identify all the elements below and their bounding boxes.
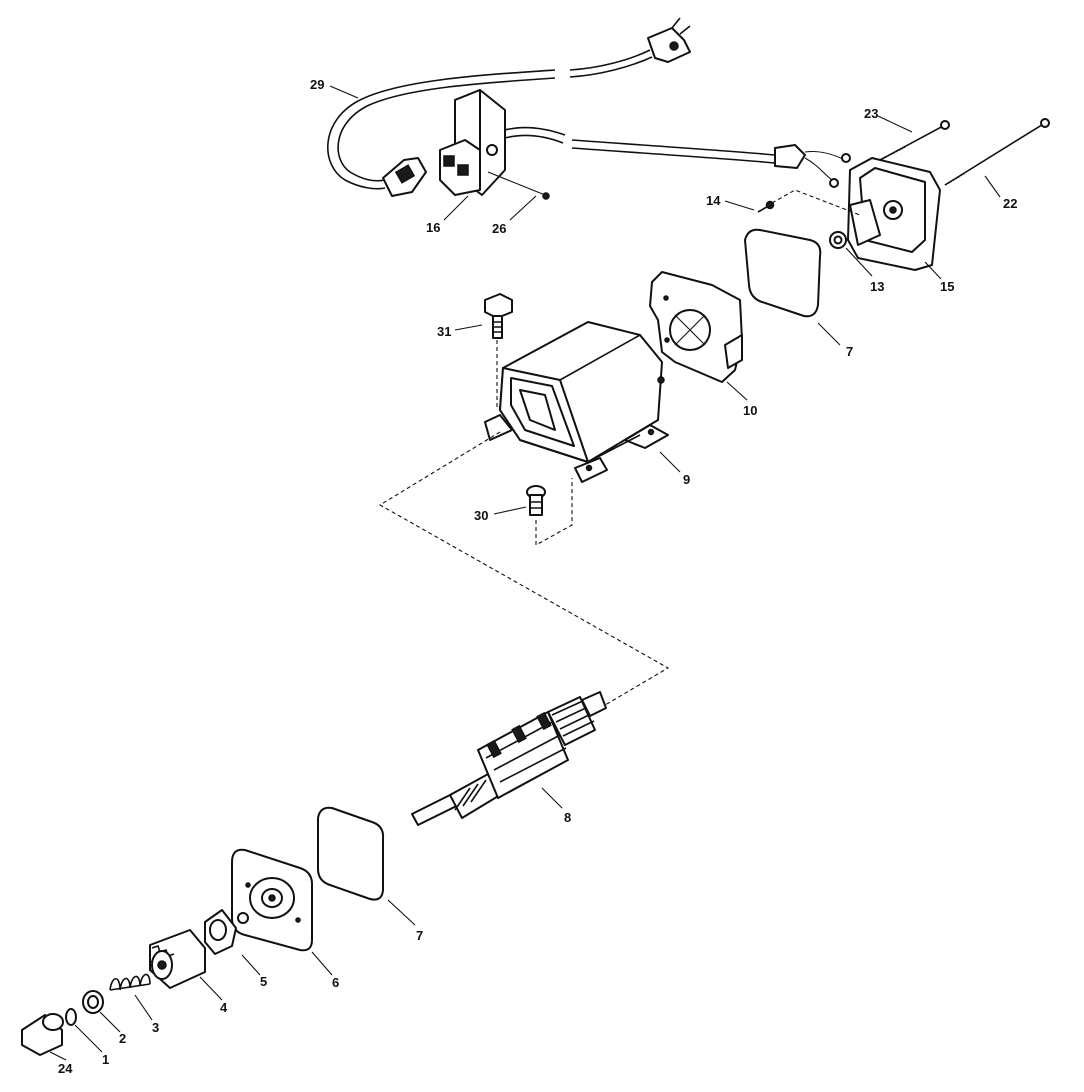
callout-7-upper: 7 xyxy=(846,344,853,359)
through-bolts xyxy=(879,118,1050,186)
motor-lead xyxy=(571,139,851,188)
drive-pinion xyxy=(149,929,206,989)
end-cap-24 xyxy=(21,1013,64,1056)
callout-26: 26 xyxy=(492,221,506,236)
drive-end-cap xyxy=(231,848,313,952)
callout-labels: 29 16 26 23 22 14 13 15 31 7 10 9 30 8 7… xyxy=(58,77,1017,1076)
screw-and-washer xyxy=(757,189,861,249)
callout-15: 15 xyxy=(940,279,954,294)
callout-16: 16 xyxy=(426,220,440,235)
spring xyxy=(109,973,151,991)
gasket-lower xyxy=(317,806,385,901)
callout-9: 9 xyxy=(683,472,690,487)
callout-10: 10 xyxy=(743,403,757,418)
callout-22: 22 xyxy=(1003,196,1017,211)
brush-plate xyxy=(649,271,743,383)
armature xyxy=(411,691,607,826)
callout-8: 8 xyxy=(564,810,571,825)
callout-29: 29 xyxy=(310,77,324,92)
callout-2: 2 xyxy=(119,1031,126,1046)
power-cord xyxy=(327,17,691,197)
callout-7-lower: 7 xyxy=(416,928,423,943)
callout-24: 24 xyxy=(58,1061,73,1076)
switch-box xyxy=(439,89,566,200)
field-housing xyxy=(484,321,669,483)
drive-bearing xyxy=(204,909,249,955)
leader-lines xyxy=(49,85,1001,1061)
callout-1: 1 xyxy=(102,1052,109,1067)
callout-31: 31 xyxy=(437,324,451,339)
set-screw xyxy=(378,431,670,709)
collar-and-ring xyxy=(65,990,104,1026)
callout-13: 13 xyxy=(870,279,884,294)
callout-4: 4 xyxy=(220,1000,228,1015)
rear-end-cap xyxy=(847,157,941,271)
mounting-bolt xyxy=(484,293,513,410)
callout-3: 3 xyxy=(152,1020,159,1035)
callout-6: 6 xyxy=(332,975,339,990)
gasket-upper xyxy=(744,228,822,318)
callout-14: 14 xyxy=(706,193,721,208)
callout-23: 23 xyxy=(864,106,878,121)
callout-30: 30 xyxy=(474,508,488,523)
callout-5: 5 xyxy=(260,974,267,989)
